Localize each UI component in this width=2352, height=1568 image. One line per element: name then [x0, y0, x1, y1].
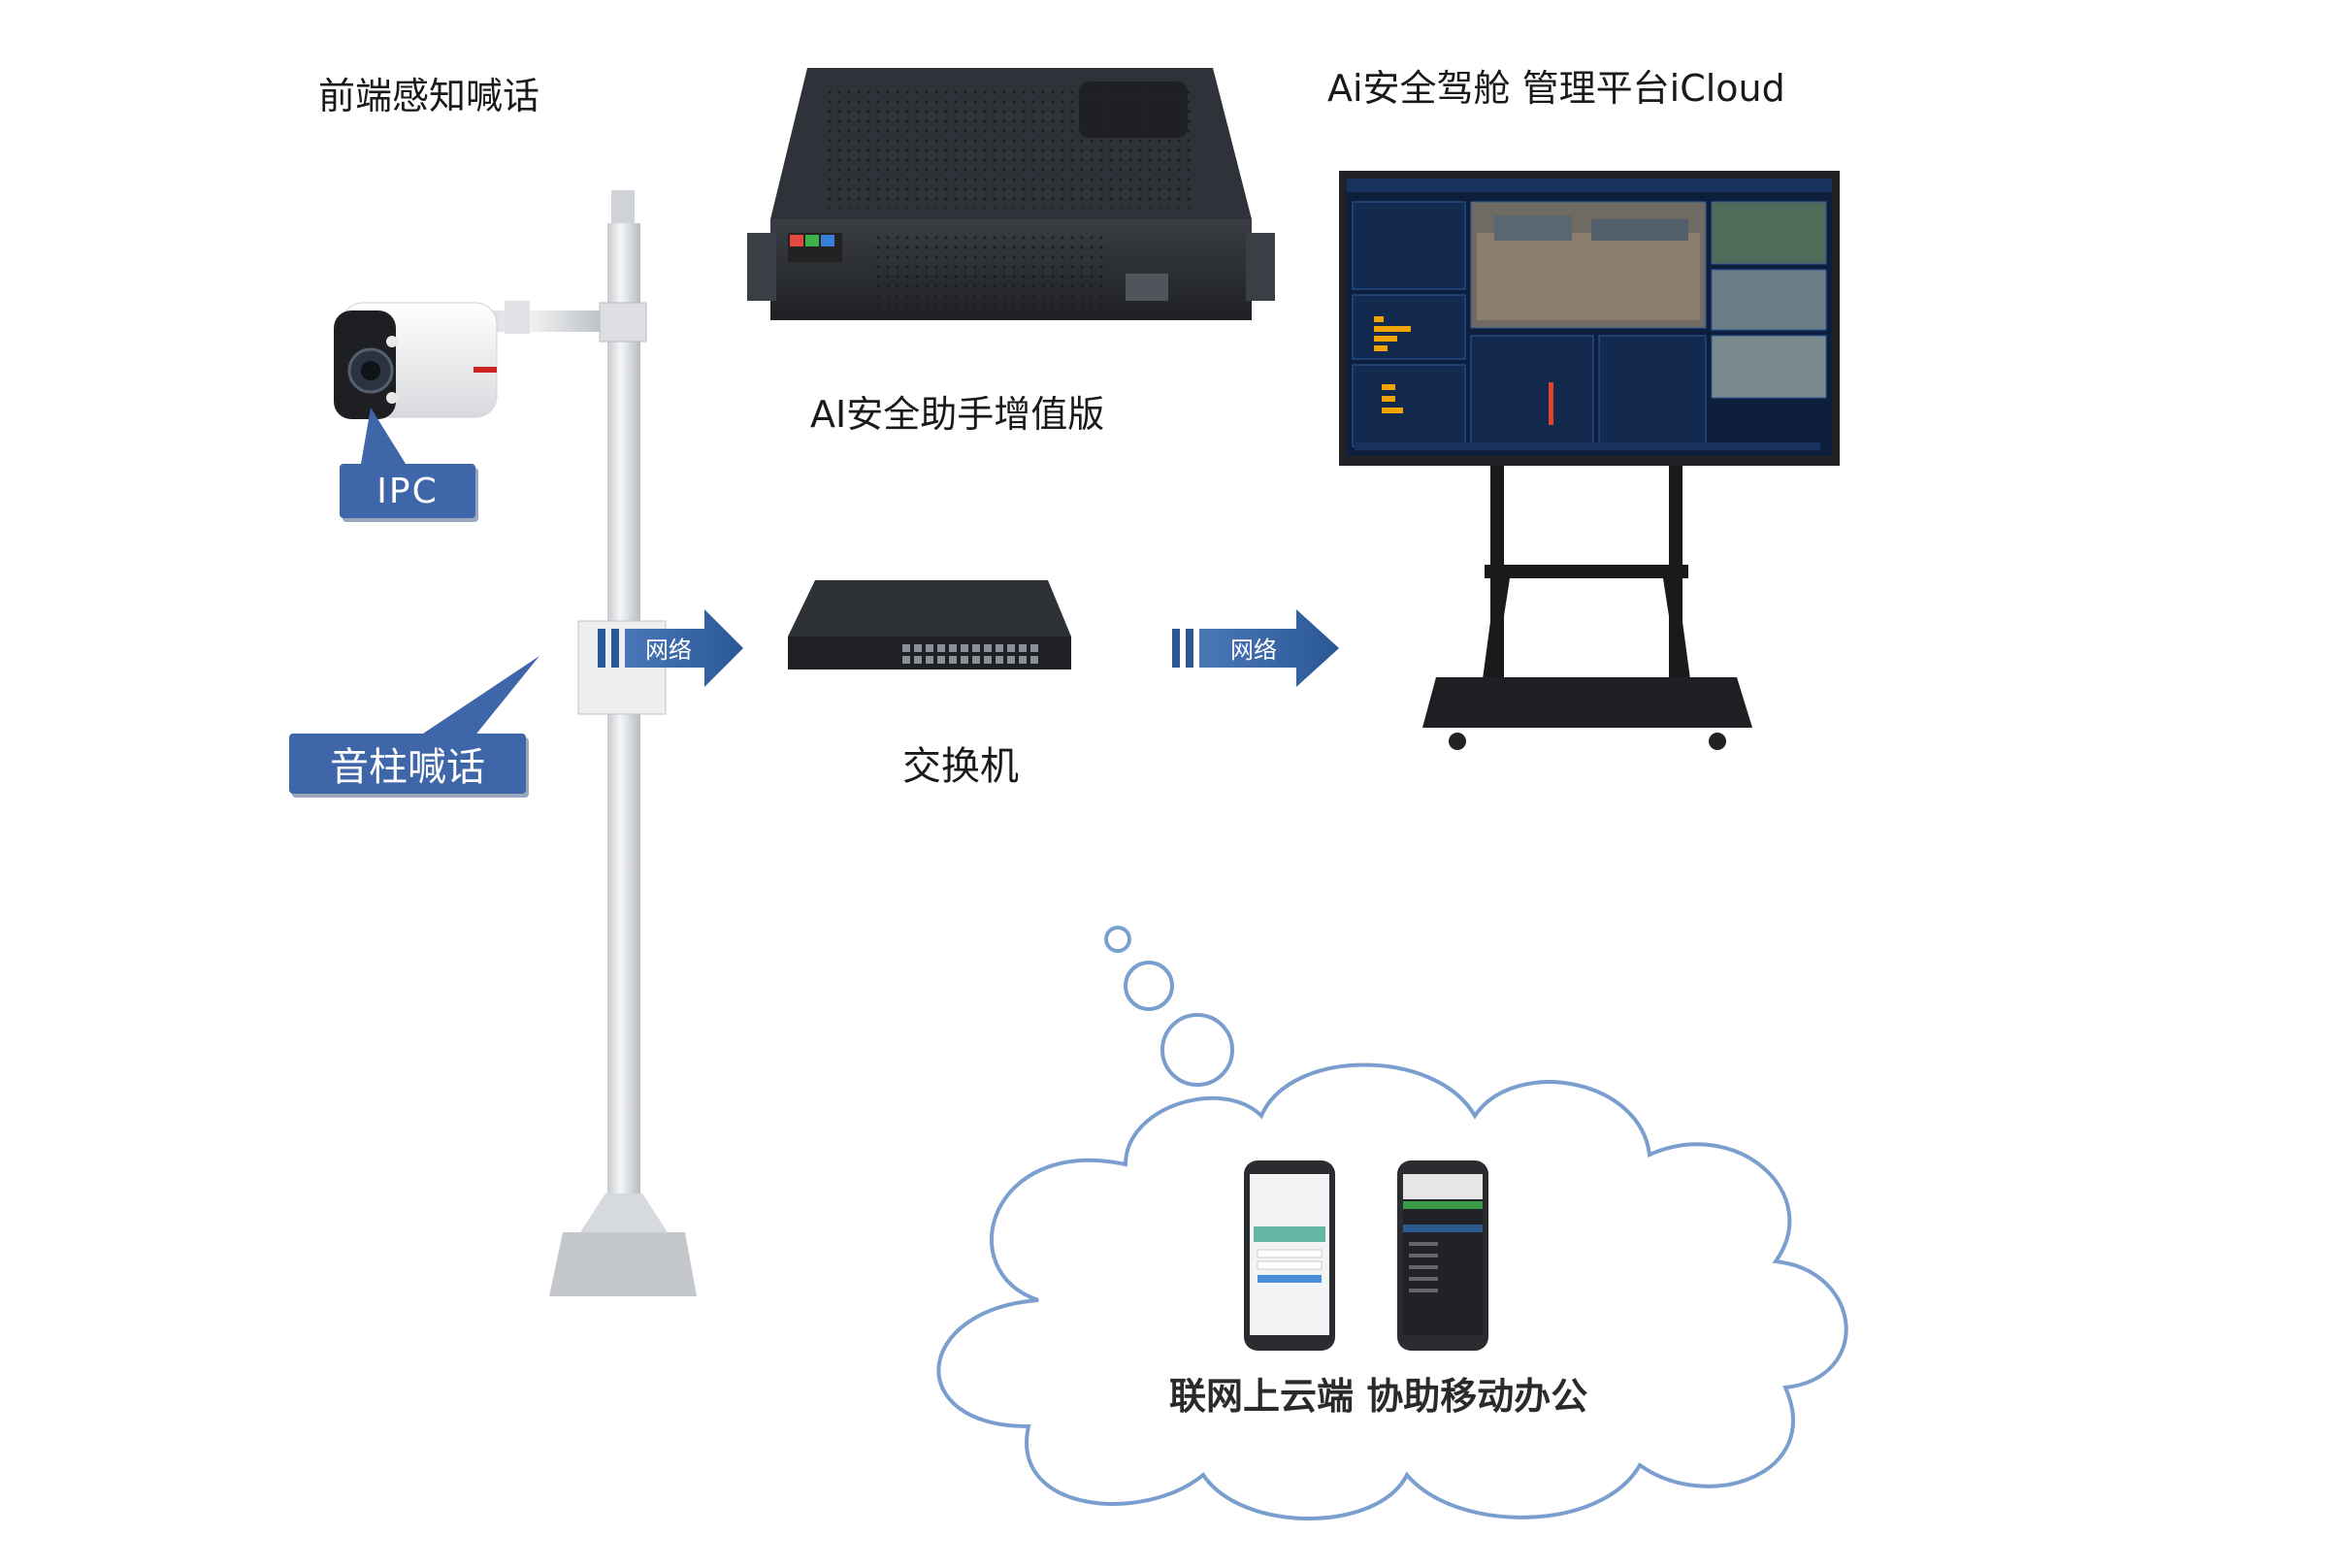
screen-bars-2	[1382, 384, 1403, 413]
pole	[607, 223, 640, 1271]
server-ear-left	[747, 233, 776, 301]
bubble-large	[1160, 1013, 1234, 1087]
camera-mount	[505, 301, 530, 334]
phone-menu-screen	[1397, 1160, 1488, 1351]
pole-assembly	[466, 190, 697, 1296]
switch-front	[788, 637, 1071, 670]
platform-label: Ai安全驾舱 管理平台iCloud	[1327, 67, 1785, 110]
pole-top-cap	[611, 190, 635, 229]
phone-login-screen	[1244, 1160, 1335, 1351]
stand-base	[1422, 677, 1752, 728]
ai-server	[747, 68, 1275, 320]
server-ear-right	[1246, 233, 1275, 301]
switch-top	[788, 580, 1071, 637]
pole-base	[549, 1232, 697, 1296]
speaker-callout: 音柱喊话	[289, 734, 526, 794]
server-front-vent	[873, 233, 1106, 310]
screen-bars-1	[1374, 316, 1411, 351]
ipc-camera	[334, 301, 530, 419]
cloud-label: 联网上云端 协助移动办公	[1169, 1375, 1588, 1418]
server-fan-grill	[1079, 82, 1188, 138]
camera-arm	[466, 310, 611, 332]
dashboard-monitor	[1339, 171, 1840, 466]
bubble-medium	[1124, 961, 1174, 1011]
network-arrow-left	[598, 609, 743, 687]
cloud-shape	[936, 1062, 1848, 1520]
ipc-callout: IPC	[340, 464, 475, 518]
server-label: AI安全助手增值版	[810, 393, 1105, 436]
bubble-small	[1104, 926, 1131, 953]
switch-ports	[902, 644, 1038, 664]
arm-clamp	[599, 302, 647, 343]
server-usb-panel	[1126, 274, 1168, 301]
frontend-label: 前端感知喊话	[318, 75, 540, 117]
network-arrow-right	[1172, 609, 1339, 687]
network-arrow-right-label: 网络	[1230, 637, 1277, 664]
network-switch	[788, 580, 1071, 670]
switch-label: 交换机	[902, 744, 1019, 789]
thought-bubbles	[1104, 926, 1234, 1087]
ipc-callout-pointer	[361, 408, 406, 464]
speaker-callout-pointer	[417, 656, 539, 737]
display-stand	[1422, 462, 1752, 750]
network-arrow-left-label: 网络	[645, 637, 692, 664]
